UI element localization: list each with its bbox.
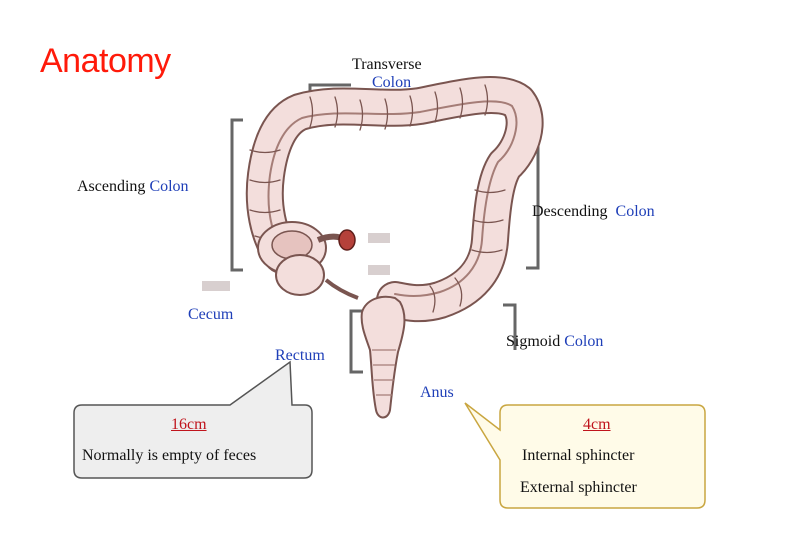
rectum-length: 16cm	[171, 416, 207, 433]
label-cecum: Cecum	[188, 306, 234, 323]
label-descending-colon: Colon	[615, 203, 655, 220]
tag-marks	[202, 233, 390, 291]
label-transverse: Transverse	[352, 56, 422, 73]
cecum-ileum	[257, 221, 359, 300]
label-sigmoid-word: Sigmoid	[506, 333, 561, 350]
colon-inner-line	[267, 100, 518, 297]
external-sphincter: External sphincter	[520, 479, 637, 496]
label-sigmoid: Sigmoid Colon	[506, 333, 603, 351]
ascending-bracket	[230, 118, 243, 272]
label-descending-word: Descending	[532, 203, 608, 220]
rectum-note: Normally is empty of feces	[82, 447, 257, 464]
colon-tube-fill	[247, 78, 542, 321]
label-ascending: Ascending Colon	[77, 178, 189, 196]
label-ascending-word: Ascending	[77, 178, 146, 195]
sigmoid-bracket	[503, 303, 517, 350]
rectum-anus	[360, 295, 406, 419]
label-rectum: Rectum	[275, 347, 325, 364]
page-title: Anatomy	[40, 42, 171, 80]
anus-callout-bubble	[464, 402, 706, 509]
anus-length: 4cm	[583, 416, 611, 433]
label-descending: Descending Colon	[532, 203, 655, 221]
rectum-callout-bubble	[73, 360, 313, 479]
label-sigmoid-colon: Colon	[564, 333, 604, 350]
label-anus: Anus	[420, 384, 454, 401]
label-ascending-colon: Colon	[149, 178, 189, 195]
internal-sphincter: Internal sphincter	[522, 447, 635, 464]
rectum-bracket	[349, 309, 363, 374]
label-transverse-colon: Colon	[372, 74, 412, 91]
